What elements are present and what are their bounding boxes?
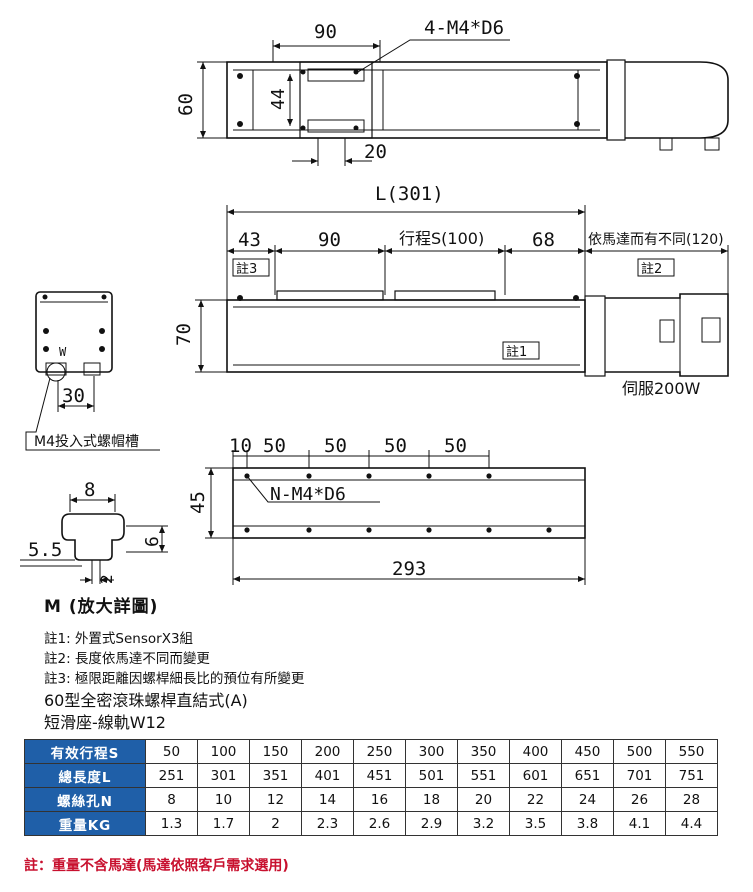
- table-cell: 4.1: [613, 811, 666, 836]
- table-cell: 24: [561, 787, 614, 812]
- dim-l-total: L(301): [375, 183, 444, 205]
- table-cell: 351: [249, 763, 302, 788]
- dim-p10: 10: [229, 435, 252, 457]
- table-cell: 3.8: [561, 811, 614, 836]
- m-dim-2: 2: [97, 574, 116, 584]
- table-cell: 751: [665, 763, 718, 788]
- table-cell: 1.7: [197, 811, 250, 836]
- table-cell: 551: [457, 763, 510, 788]
- table-cell: 1.3: [145, 811, 198, 836]
- table-cell: 251: [145, 763, 198, 788]
- table-cell: 2.6: [353, 811, 406, 836]
- table-cell: 350: [457, 739, 510, 764]
- dim-43: 43: [238, 229, 261, 251]
- m-dim-6: 6: [142, 536, 163, 547]
- table-cell: 3.5: [509, 811, 562, 836]
- dim-44: 44: [268, 88, 289, 110]
- dim-60: 60: [175, 93, 197, 116]
- detail-title: M (放大詳圖): [44, 597, 159, 617]
- table-cell: 10: [197, 787, 250, 812]
- table-cell: 550: [665, 739, 718, 764]
- dim-stroke: 行程S(100): [399, 229, 484, 248]
- table-cell: 601: [509, 763, 562, 788]
- table-cell: 4.4: [665, 811, 718, 836]
- table-cell: 16: [353, 787, 406, 812]
- m-detail-profile: [20, 494, 168, 584]
- end-view: [25, 291, 160, 451]
- table-cell: 12: [249, 787, 302, 812]
- table-cell: 651: [561, 763, 614, 788]
- table-cell: 401: [301, 763, 354, 788]
- dim-20: 20: [364, 141, 387, 163]
- table-cell: 26: [613, 787, 666, 812]
- m-dim-5-5: 5.5: [28, 539, 62, 561]
- table-cell: 451: [353, 763, 406, 788]
- dim-n-m4-d6: N-M4*D6: [270, 484, 346, 505]
- table-cell: 400: [509, 739, 562, 764]
- table-cell: 300: [405, 739, 458, 764]
- table-cell: 14: [301, 787, 354, 812]
- row-header: 有效行程S: [24, 739, 146, 764]
- note-2: 註2: 長度依馬達不同而變更: [44, 651, 210, 667]
- table-cell: 200: [301, 739, 354, 764]
- tag-note1: 註1: [506, 345, 527, 360]
- table-cell: 450: [561, 739, 614, 764]
- table-cell: 8: [145, 787, 198, 812]
- table-cell: 2.3: [301, 811, 354, 836]
- tag-note3: 註3: [236, 262, 257, 277]
- table-cell: 301: [197, 763, 250, 788]
- dim-motor-len: 依馬達而有不同(120): [588, 232, 724, 248]
- end-w-mark: W: [59, 345, 67, 359]
- table-cell: 50: [145, 739, 198, 764]
- subtitle-rail: 短滑座-線軌W12: [44, 713, 166, 732]
- table-cell: 2: [249, 811, 302, 836]
- table-cell: 701: [613, 763, 666, 788]
- table-cell: 20: [457, 787, 510, 812]
- dim-293: 293: [392, 558, 426, 580]
- note-1: 註1: 外置式SensorX3組: [44, 631, 194, 647]
- table-cell: 18: [405, 787, 458, 812]
- table-cell: 100: [197, 739, 250, 764]
- table-cell: 500: [613, 739, 666, 764]
- dim-p50b: 50: [324, 435, 347, 457]
- dim-70: 70: [173, 323, 195, 346]
- table-cell: 28: [665, 787, 718, 812]
- dim-p50c: 50: [384, 435, 407, 457]
- table-cell: 150: [249, 739, 302, 764]
- dim-90-side: 90: [318, 229, 341, 251]
- dim-top-90: 90: [314, 21, 337, 43]
- table-cell: 3.2: [457, 811, 510, 836]
- top-view: [197, 39, 729, 166]
- servo-label: 伺服200W: [622, 379, 701, 398]
- dim-p50d: 50: [444, 435, 467, 457]
- dim-p50a: 50: [263, 435, 286, 457]
- dim-45: 45: [187, 491, 209, 514]
- table-cell: 501: [405, 763, 458, 788]
- dim-4-m4-d6: 4-M4*D6: [424, 17, 504, 39]
- row-header: 總長度L: [24, 763, 146, 788]
- table-cell: 2.9: [405, 811, 458, 836]
- tag-note2: 註2: [641, 262, 662, 277]
- bottom-holes: [244, 473, 552, 533]
- footnote: 註：重量不含馬達(馬達依照客戶需求選用): [24, 858, 289, 874]
- side-view: [195, 205, 729, 377]
- dim-68: 68: [532, 229, 555, 251]
- m-dim-8: 8: [84, 479, 95, 501]
- note-3: 註3: 極限距離因螺桿細長比的預位有所變更: [44, 671, 305, 687]
- row-header: 螺絲孔N: [24, 787, 146, 812]
- subtitle-model: 60型全密滾珠螺桿直結式(A): [44, 691, 248, 710]
- table-cell: 22: [509, 787, 562, 812]
- bottom-view: [205, 450, 586, 585]
- nut-slot-label: M4投入式螺帽槽: [34, 434, 139, 450]
- technical-drawing: 90 4-M4*D6 60 44 20: [20, 17, 729, 585]
- table-cell: 250: [353, 739, 406, 764]
- row-header: 重量KG: [24, 811, 146, 836]
- dim-30: 30: [62, 385, 85, 407]
